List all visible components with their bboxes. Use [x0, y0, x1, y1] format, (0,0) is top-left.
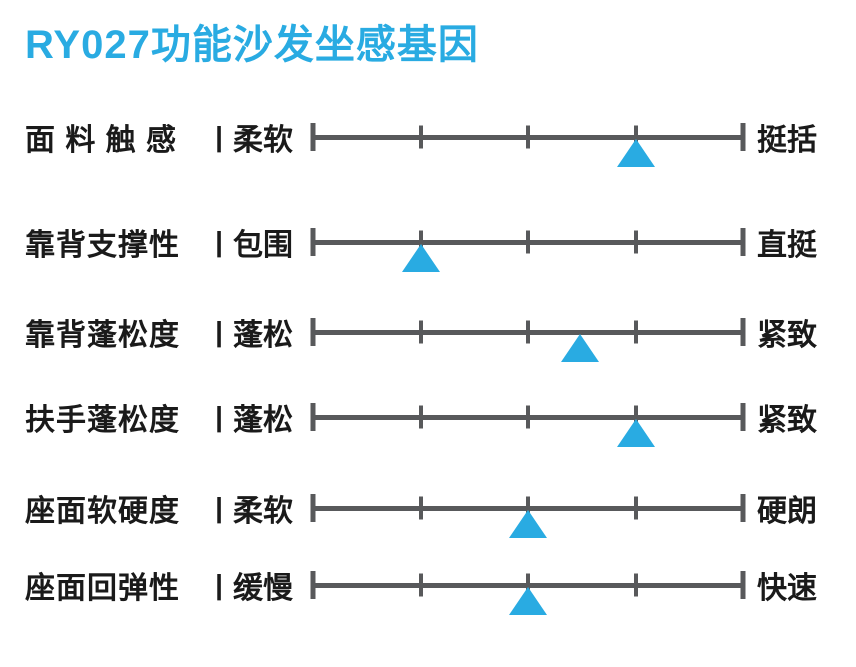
- left-endpoint-label: 蓬松: [233, 319, 293, 352]
- scale-tick: [418, 230, 423, 254]
- scale-track: [310, 210, 746, 274]
- scale-row-back-fluffiness: 靠背蓬松度 | 蓬松 紧致: [0, 300, 856, 364]
- scale-tick: [633, 125, 638, 149]
- scale-tick: [418, 573, 423, 597]
- label-separator: |: [215, 226, 223, 257]
- scale-tick: [740, 318, 746, 346]
- triangle-up-marker-icon: [509, 587, 547, 615]
- scale-tick: [310, 494, 316, 522]
- triangle-up-marker-icon: [401, 244, 440, 272]
- triangle-up-marker-icon: [509, 510, 547, 538]
- label-separator: |: [215, 492, 223, 523]
- scale-tick: [740, 123, 746, 151]
- right-endpoint-label: 挺括: [757, 124, 817, 157]
- right-endpoint-label: 硬朗: [757, 495, 817, 528]
- scale-tick: [418, 320, 423, 344]
- scale-tick: [526, 125, 530, 149]
- label-separator: |: [215, 569, 223, 600]
- scale-row-fabric-feel: 面 料 触 感 | 柔软 挺括: [0, 105, 856, 169]
- label-separator: |: [215, 401, 223, 432]
- triangle-up-marker-icon: [616, 419, 655, 447]
- row-label: 靠背支撑性: [25, 229, 180, 262]
- scale-tick: [418, 405, 423, 429]
- scale-tick: [526, 320, 530, 344]
- scale-tick: [418, 496, 423, 520]
- scale-tick: [310, 571, 316, 599]
- scale-tick: [310, 318, 316, 346]
- scale-tick: [526, 573, 530, 597]
- scale-tick: [633, 496, 638, 520]
- row-label: 座面软硬度: [25, 495, 180, 528]
- scale-tick: [418, 125, 423, 149]
- label-separator: |: [215, 316, 223, 347]
- scale-tick: [633, 405, 638, 429]
- right-endpoint-label: 紧致: [757, 319, 817, 352]
- scale-tick: [310, 123, 316, 151]
- scale-row-back-support: 靠背支撑性 | 包围 直挺: [0, 210, 856, 274]
- scale-tick: [526, 496, 530, 520]
- left-endpoint-label: 柔软: [233, 124, 293, 157]
- scale-track: [310, 385, 746, 449]
- left-endpoint-label: 包围: [233, 229, 293, 262]
- scale-tick: [526, 230, 530, 254]
- scale-row-armrest-fluffiness: 扶手蓬松度 | 蓬松 紧致: [0, 385, 856, 449]
- left-endpoint-label: 缓慢: [233, 572, 293, 605]
- scale-row-seat-firmness: 座面软硬度 | 柔软 硬朗: [0, 476, 856, 540]
- right-endpoint-label: 紧致: [757, 404, 817, 437]
- scale-tick: [740, 228, 746, 256]
- scale-row-seat-rebound: 座面回弹性 | 缓慢 快速: [0, 553, 856, 617]
- page-title: RY027功能沙发坐感基因: [25, 23, 479, 67]
- right-endpoint-label: 直挺: [757, 229, 817, 262]
- row-label: 扶手蓬松度: [25, 404, 180, 437]
- scale-tick: [633, 230, 638, 254]
- scale-tick: [633, 573, 638, 597]
- scale-tick: [633, 320, 638, 344]
- left-endpoint-label: 蓬松: [233, 404, 293, 437]
- scale-track: [310, 553, 746, 617]
- scale-track: [310, 476, 746, 540]
- triangle-up-marker-icon: [616, 139, 655, 167]
- label-separator: |: [215, 121, 223, 152]
- scale-tick: [526, 405, 530, 429]
- scale-tick: [310, 228, 316, 256]
- scale-tick: [740, 403, 746, 431]
- scale-tick: [740, 494, 746, 522]
- row-label: 座面回弹性: [25, 572, 180, 605]
- scale-track: [310, 300, 746, 364]
- row-label: 靠背蓬松度: [25, 319, 180, 352]
- left-endpoint-label: 柔软: [233, 495, 293, 528]
- triangle-up-marker-icon: [560, 334, 599, 362]
- right-endpoint-label: 快速: [757, 572, 817, 605]
- scale-track: [310, 105, 746, 169]
- row-label: 面 料 触 感: [25, 124, 178, 157]
- scale-tick: [740, 571, 746, 599]
- scale-tick: [310, 403, 316, 431]
